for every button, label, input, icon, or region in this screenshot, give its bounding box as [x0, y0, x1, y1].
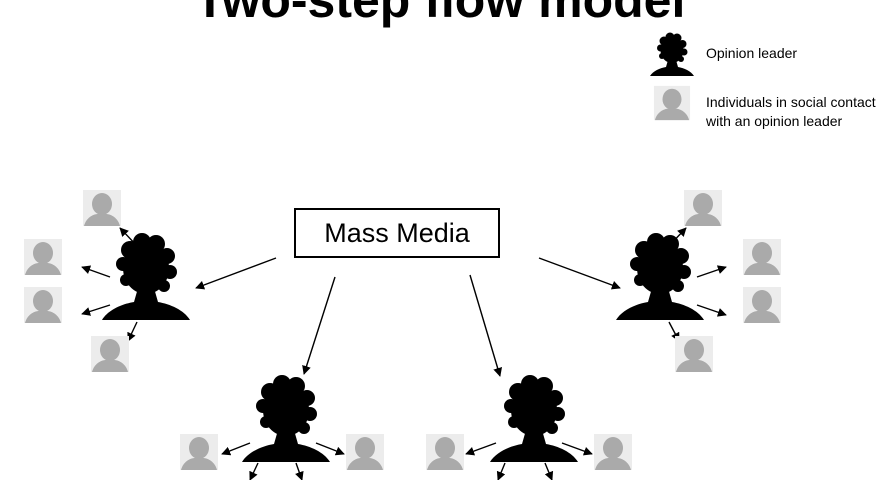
individual — [24, 239, 62, 275]
media-arrows — [195, 257, 621, 377]
opinion-leader-right — [616, 233, 704, 320]
legend-opinion-leader-label: Opinion leader — [706, 45, 798, 61]
opinion-leader-bottom-right — [490, 375, 578, 462]
individual — [180, 434, 218, 470]
individual — [675, 336, 713, 372]
individual — [91, 336, 129, 372]
legend-individuals-label: Individuals in social contact with an op… — [706, 94, 876, 129]
individual — [743, 239, 781, 275]
opinion-leader-left — [102, 233, 190, 320]
individual — [684, 190, 722, 226]
page-title: Two-step flow model — [194, 0, 686, 28]
individual — [594, 434, 632, 470]
individual — [83, 190, 121, 226]
opinion-leader-bottom-left — [242, 375, 330, 462]
mass-media-box: Mass Media — [294, 208, 500, 258]
individual — [743, 287, 781, 323]
legend-leader-icon — [650, 32, 694, 76]
legend-individual-icon — [653, 85, 691, 121]
individual — [426, 434, 464, 470]
mass-media-label: Mass Media — [324, 217, 470, 248]
individual — [24, 287, 62, 323]
individual — [346, 434, 384, 470]
